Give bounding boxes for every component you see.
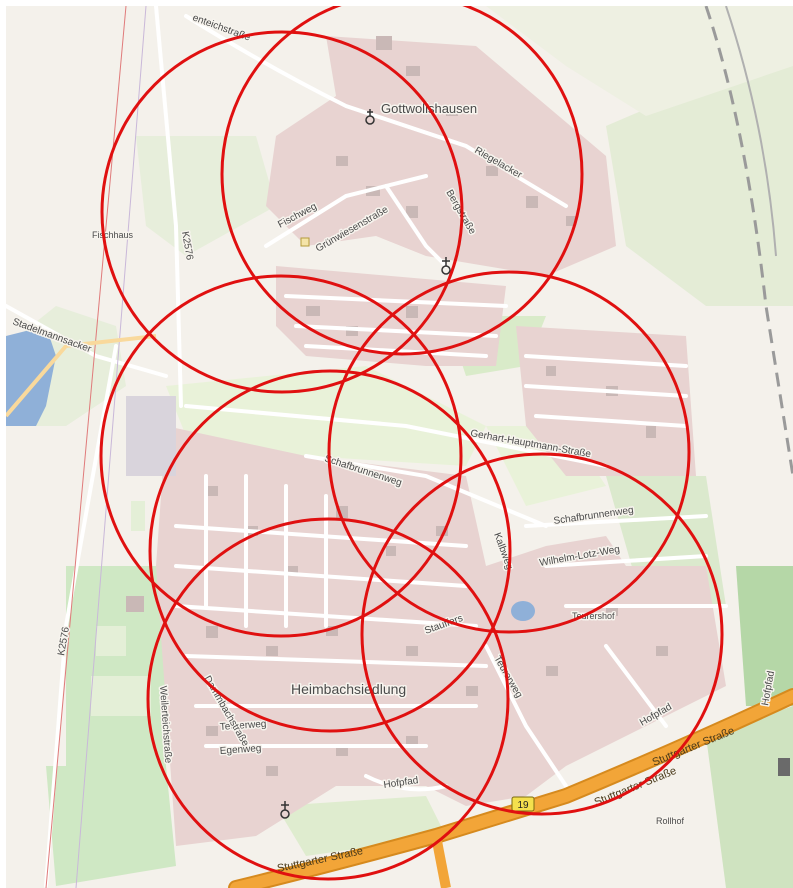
forest-area — [706, 706, 793, 888]
place-label-fischhaus: Fischhaus — [92, 230, 134, 240]
circle-overlay-layer — [99, 6, 724, 881]
residential-area — [156, 426, 726, 846]
railway-line — [704, 6, 793, 477]
circle-3 — [99, 274, 463, 638]
place-label-teurershof: Teurershof — [572, 611, 615, 621]
park-area — [46, 766, 176, 886]
place-label-rollhof: Rollhof — [656, 816, 685, 826]
circle-7 — [146, 517, 510, 881]
church-icon — [280, 801, 290, 819]
route-shield-19: 19 — [511, 796, 535, 812]
bus-stop-icon — [778, 758, 790, 776]
place-label-heimbachsiedlung: Heimbachsiedlung — [291, 681, 406, 697]
major-road-branch[interactable] — [431, 835, 451, 888]
major-road-stuttgarter-strasse[interactable] — [230, 690, 793, 888]
railway-line — [725, 6, 777, 257]
street-label: Teurerweg — [219, 719, 266, 733]
forest-area — [736, 566, 793, 706]
residential-area — [266, 36, 616, 276]
poi-icon — [300, 237, 310, 247]
boundary-line — [75, 6, 147, 888]
industrial-area — [126, 396, 176, 476]
circle-1 — [220, 6, 584, 356]
circle-6 — [360, 452, 724, 816]
map-canvas[interactable]: 19 Gottwollshausen Heimbachsiedlung Fisc… — [6, 6, 793, 888]
church-icon — [441, 257, 451, 275]
park-area — [66, 566, 166, 776]
route-shield-label: 19 — [517, 800, 529, 811]
pond — [511, 601, 535, 621]
circle-2 — [100, 30, 464, 394]
street-label: Egenweg — [219, 743, 261, 757]
circle-5 — [148, 369, 512, 733]
secondary-road — [6, 334, 157, 418]
street-label: Weilerteichstraße — [157, 685, 173, 764]
church-icon — [365, 109, 375, 125]
farmland-area — [486, 6, 793, 116]
map-view[interactable]: 19 Gottwollshausen Heimbachsiedlung Fisc… — [6, 6, 793, 888]
circle-4 — [327, 270, 691, 634]
